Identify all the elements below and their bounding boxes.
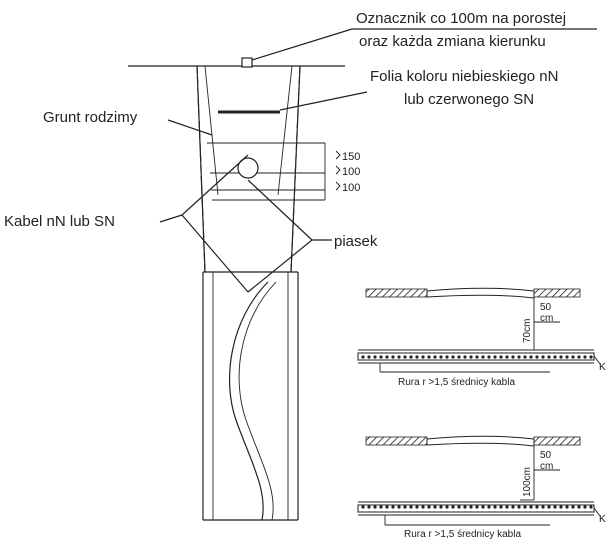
sand-label: piasek bbox=[334, 233, 378, 250]
marker-label-line2: oraz każda zmiana kierunku bbox=[359, 33, 546, 50]
detail-1-cut-label: K bbox=[599, 362, 606, 373]
cable-curve bbox=[228, 281, 269, 521]
marker-post bbox=[241, 57, 253, 68]
cable-label: Kabel nN lub SN bbox=[4, 213, 115, 230]
detail-2-pipe bbox=[357, 504, 595, 513]
dimension-100-a: 100 bbox=[342, 166, 360, 178]
detail-1-pipe bbox=[357, 352, 595, 361]
detail-2-top-unit: cm bbox=[540, 461, 553, 472]
detail-2-depth: 100cm bbox=[522, 467, 533, 497]
dimension-100-b: 100 bbox=[342, 182, 360, 194]
road-crossing-detail-70: 70cm 50 cm Rura r >1,5 średnicy kabla K bbox=[357, 287, 606, 388]
foil-label-line2: lub czerwonego SN bbox=[404, 91, 534, 108]
cable-circle bbox=[237, 157, 259, 179]
detail-1-top-unit: cm bbox=[540, 313, 553, 324]
detail-2-pipe-label: Rura r >1,5 średnicy kabla bbox=[404, 529, 521, 540]
native-soil-label: Grunt rodzimy bbox=[43, 109, 138, 126]
detail-2-top: 50 bbox=[540, 450, 552, 461]
foil-label-line1: Folia koloru niebieskiego nN bbox=[370, 68, 558, 85]
road-crossing-detail-100: 100cm 50 cm Rura r >1,5 średnicy kabla K bbox=[357, 435, 606, 540]
detail-1-depth: 70cm bbox=[522, 319, 533, 343]
marker-label-line1: Oznacznik co 100m na porostej bbox=[356, 10, 566, 27]
trench-section bbox=[128, 28, 597, 521]
detail-2-cut-label: K bbox=[599, 514, 606, 525]
detail-1-pipe-label: Rura r >1,5 średnicy kabla bbox=[398, 377, 515, 388]
dimension-150: 150 bbox=[342, 151, 360, 163]
detail-1-top: 50 bbox=[540, 302, 552, 313]
